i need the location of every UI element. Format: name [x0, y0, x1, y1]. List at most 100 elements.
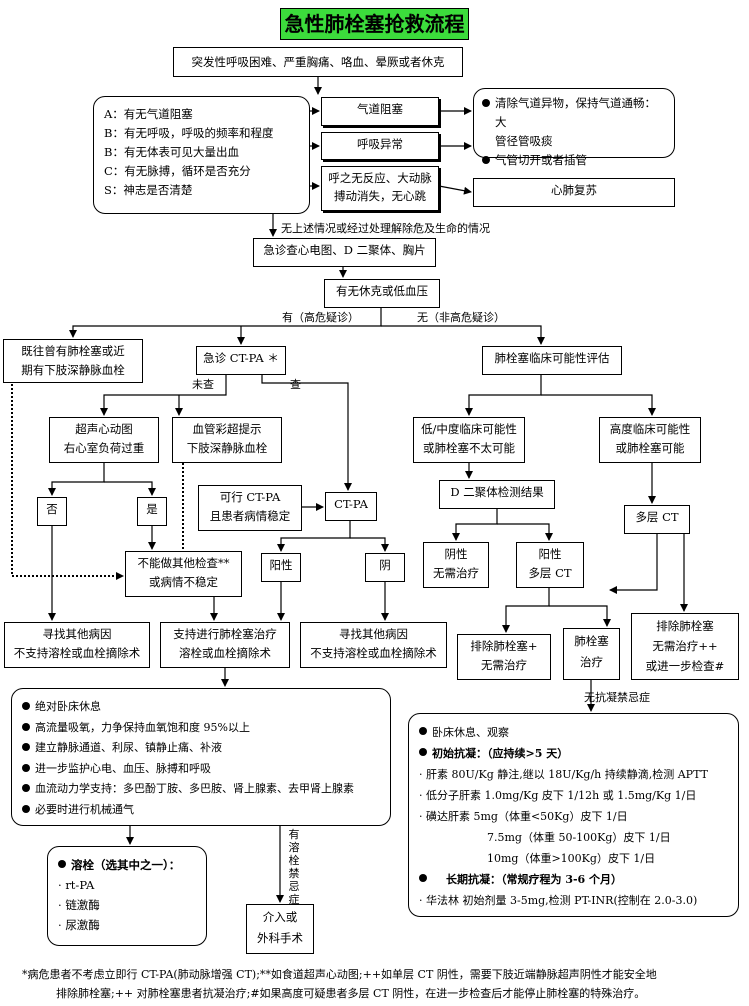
general-item-6: 必要时进行机械通气 [22, 800, 380, 821]
anticoag-long-title: 长期抗凝：（常规疗程为 3-6 个月） [419, 869, 728, 890]
history-box: 既往曾有肺栓塞或近 期有下肢深静脉血栓 [3, 339, 143, 383]
has-contra-char: 症 [288, 893, 300, 906]
connector-arrow [465, 375, 542, 416]
clinical-eval-box: 肺栓塞临床可能性评估 [482, 346, 622, 375]
airway-action-1b: 管径管吸痰 [495, 134, 553, 148]
bullet-icon [419, 727, 427, 735]
ctpa-urgent-box: 急诊 CT-PA ＊ [196, 346, 286, 375]
abcs-a: A：有无气道阻塞 [104, 107, 193, 121]
neg-no-treat-box: 阴性 无需治疗 [423, 542, 489, 588]
footnote: *病危患者不考虑立即行 CT-PA(肺动脉增强 CT);**如食道超声心动图;+… [22, 965, 732, 1003]
has-contra-label: 有溶栓禁忌症 [288, 828, 300, 906]
thrombolysis-2: · 链激酶 [58, 898, 100, 912]
thrombolysis-1: · rt-PA [58, 878, 95, 892]
yes-high-label: 有（高危疑诊） [282, 311, 359, 324]
ctpa-ok-box: 可行 CT-PA 且患者病情稳定 [198, 485, 302, 531]
connector-arrow [549, 605, 611, 627]
no-box: 否 [37, 497, 67, 526]
connector-arrow [261, 375, 352, 491]
doppler-line-2: 下肢深静脉血栓 [186, 441, 268, 455]
pos-ct-line-1: 阳性 [538, 547, 562, 561]
connector-arrow [350, 537, 389, 552]
connector-arrow [438, 185, 472, 195]
intervention-box: 介入或 外科手术 [246, 904, 314, 954]
connector-arrow [104, 481, 156, 496]
exclude-plus-box: 排除肺栓塞+ 无需治疗 [457, 634, 551, 680]
find-other-2-box: 寻找其他病因 不支持溶栓或血栓摘除术 [300, 622, 447, 668]
arrest-line-2: 搏动消失，无心跳 [334, 189, 426, 203]
ctpa-ok-line-1: 可行 CT-PA [219, 490, 281, 504]
connector-arrow [497, 523, 553, 541]
pos-ct-line-2: 多层 CT [528, 566, 572, 580]
ddimer-box: D 二聚体检测结果 [439, 480, 555, 509]
connector-arrow [609, 534, 658, 594]
abcs-box: A：有无气道阻塞 B：有无呼吸，呼吸的频率和程度 B：有无体表可见大量出血 C：… [93, 96, 310, 214]
doppler-box: 血管彩超提示 下肢深静脉血栓 [172, 417, 282, 463]
no-above-label: 无上述情况或经过处理解除危及生命的情况 [281, 222, 490, 235]
find-other-1-box: 寻找其他病因 不支持溶栓或血栓摘除术 [4, 622, 150, 668]
abcs-b2: B：有无体表可见大量出血 [104, 145, 239, 159]
connector-arrow [48, 463, 105, 496]
bullet-icon [22, 743, 30, 751]
has-contra-char: 禁 [288, 867, 300, 880]
find-other-1-line-2: 不支持溶栓或血栓摘除术 [13, 646, 141, 660]
has-contra-char: 有 [288, 828, 300, 841]
anticoag-fonda-3: 10mg（体重>100Kg）皮下 1/日 [487, 852, 656, 865]
exclude-plus-line-2: 无需治疗 [481, 658, 527, 672]
exclude-pp-line-1: 排除肺栓塞 [656, 619, 714, 633]
airway-actions-box: 清除气道异物，保持气道通畅：大 管径管吸痰 气管切开或者插管 [473, 88, 675, 167]
find-other-2-line-2: 不支持溶栓或血栓摘除术 [310, 646, 437, 660]
page-title: 急性肺栓塞抢救流程 [280, 8, 469, 40]
pe-treat-box: 肺栓塞 治疗 [563, 628, 620, 680]
footnote-line-1: *病危患者不考虑立即行 CT-PA(肺动脉增强 CT);**如食道超声心动图;+… [22, 968, 657, 981]
echo-box: 超声心动图 右心室负荷过重 [49, 417, 159, 463]
pe-treat-line-1: 肺栓塞 [574, 634, 609, 648]
pos-ct-box: 阳性 多层 CT [516, 542, 584, 588]
connector-arrow [11, 360, 124, 580]
history-line-1: 既往曾有肺栓塞或近 [21, 344, 125, 358]
abcs-b1: B：有无呼吸，呼吸的频率和程度 [104, 126, 274, 140]
bullet-icon [22, 763, 30, 772]
general-item-4: 进一步监护心电、血压、脉搏和呼吸 [22, 759, 380, 780]
connector-arrow [452, 509, 498, 541]
doppler-line-1: 血管彩超提示 [192, 422, 262, 436]
shock-question-box: 有无休克或低血压 [324, 279, 440, 308]
support-treat-box: 支持进行肺栓塞治疗 溶栓或血栓摘除术 [160, 622, 290, 668]
checked-label: 查 [290, 378, 301, 391]
exclude-pp-line-2: 无需治疗++ [652, 639, 718, 653]
pe-treat-line-2: 治疗 [580, 655, 603, 669]
start-box: 突发性呼吸困难、严重胸痛、咯血、晕厥或者休克 [173, 47, 463, 77]
connector-arrow [69, 308, 382, 338]
general-item-3: 建立静脉通道、利尿、镇静止痛、补液 [22, 738, 380, 759]
not-checked-label: 未查 [192, 378, 214, 391]
unstable-line-1: 不能做其他检查** [137, 556, 230, 570]
connector-arrow [502, 588, 550, 633]
connector-arrow [277, 521, 351, 552]
arrest-box: 呼之无反应、大动脉 搏动消失，无心跳 [321, 166, 439, 211]
general-item-5: 血流动力学支持：多巴酚丁胺、多巴胺、肾上腺素、去甲肾上腺素 [22, 779, 380, 800]
thrombolysis-3: · 尿激酶 [58, 918, 100, 932]
bullet-icon [22, 784, 30, 792]
bullet-icon [58, 860, 66, 868]
connector-arrow [381, 325, 545, 345]
positive-box: 阳性 [261, 553, 301, 582]
airway-action-2: 气管切开或者插管 [482, 151, 666, 170]
thrombolysis-title: 溶栓（选其中之一）： [58, 855, 196, 875]
low-mid-line-1: 低/中度临床可能性 [421, 422, 517, 436]
anticoag-fonda-1: · 磺达肝素 5mg（体重<50Kg）皮下 1/日 [419, 810, 628, 823]
no-contra-label: 无抗凝禁忌症 [584, 691, 650, 704]
low-mid-line-2: 或肺栓塞不太可能 [423, 441, 515, 455]
bullet-icon [22, 722, 30, 731]
neg-line-2: 无需治疗 [433, 566, 479, 580]
echo-line-1: 超声心动图 [75, 422, 133, 436]
breathing-box: 呼吸异常 [321, 132, 439, 160]
find-other-1-line-1: 寻找其他病因 [42, 627, 112, 641]
history-line-2: 期有下肢深静脉血栓 [21, 363, 125, 377]
anticoag-initial-title: 初始抗凝：（应持续>5 天） [419, 743, 728, 764]
multi-ct-box: 多层 CT [624, 505, 690, 534]
high-box: 高度临床可能性 或肺栓塞可能 [599, 417, 701, 463]
anticoag-lmwh: · 低分子肝素 1.0mg/Kg 皮下 1/12h 或 1.5mg/Kg 1/日 [419, 789, 697, 802]
anticoag-warfarin: · 华法林 初始剂量 3-5mg,检测 PT-INR(控制在 2.0-3.0) [419, 894, 698, 907]
exclude-plus-line-1: 排除肺栓塞+ [470, 639, 538, 653]
